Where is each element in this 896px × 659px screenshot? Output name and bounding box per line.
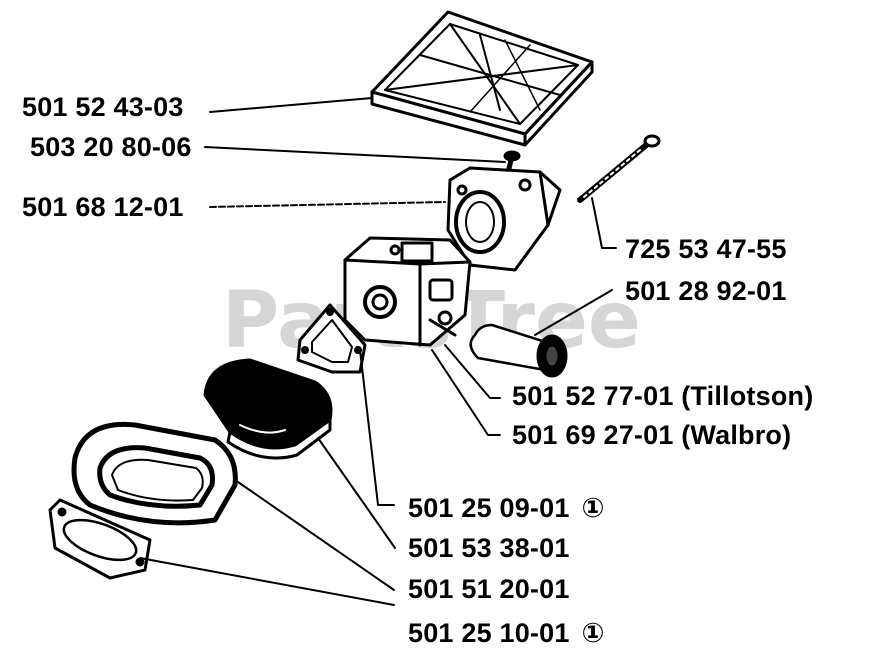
part-label-intake-adapter: 501 68 12-01 [22, 192, 184, 222]
part-label-filter-holder: 501 51 20-01 [408, 574, 570, 604]
long-screw-icon [577, 134, 661, 203]
part-label-fuel-filter: 501 28 92-01 [625, 276, 787, 306]
part-label-carburetor-tillotson: 501 52 77-01 (Tillotson) [512, 381, 814, 411]
intake-gasket-icon [48, 498, 152, 580]
part-label-gasket: 501 25 09-01 [408, 493, 570, 523]
part-label-screw-short: 503 20 80-06 [30, 132, 192, 162]
fuel-filter-icon [469, 323, 568, 378]
note-symbol-icon: ① [581, 618, 605, 648]
part-label-carburetor-walbro: 501 69 27-01 (Walbro) [512, 420, 792, 450]
air-filter-icon [203, 358, 333, 460]
part-label-gasket-row: 501 25 09-01 ① [408, 495, 605, 522]
intake-adapter-icon [446, 166, 562, 272]
gasket-icon [296, 303, 367, 374]
leader-lines [139, 97, 617, 606]
carburetor-icon [343, 236, 472, 347]
air-filter-cover-icon [370, 10, 594, 147]
part-label-air-filter: 501 53 38-01 [408, 533, 570, 563]
part-label-intake-gasket: 501 25 10-01 [408, 618, 570, 648]
part-label-air-filter-cover: 501 52 43-03 [22, 92, 184, 122]
part-label-long-screw: 725 53 47-55 [625, 234, 787, 264]
part-label-intake-gasket-row: 501 25 10-01 ① [408, 620, 605, 647]
filter-holder-icon [71, 421, 238, 526]
note-symbol-icon: ① [581, 493, 605, 523]
